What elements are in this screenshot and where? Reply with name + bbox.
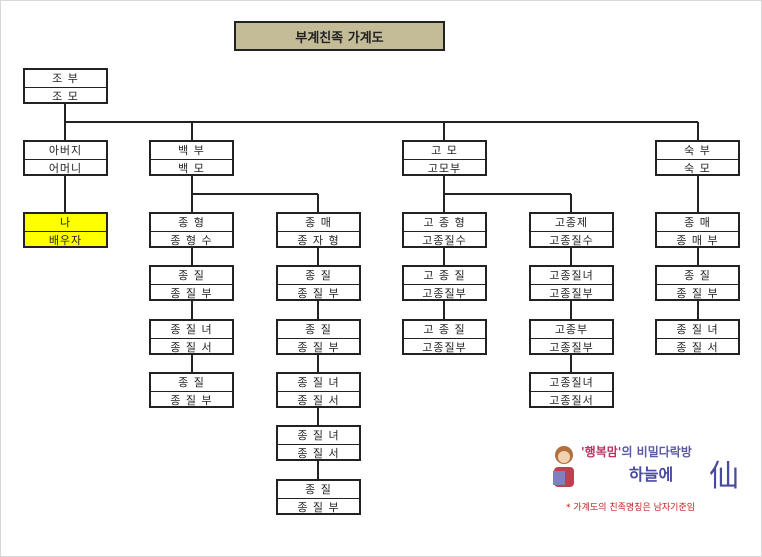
relative-box-spouse-label: 종 질 부 [297, 287, 340, 300]
relative-box-spouse-label: 고종질서 [549, 394, 594, 407]
parent-box-spouse-label: 백 모 [178, 162, 205, 175]
parent-box-label: 백 부 [151, 142, 232, 160]
relative-box-spouse-label: 종 질 부 [676, 287, 719, 300]
relative-box-label: 고종질녀 [531, 374, 612, 392]
relative-box-label: 고 종 형 [404, 214, 485, 232]
relative-box-label: 종 질 녀 [278, 374, 359, 392]
logo-line2: 하늘에 [629, 465, 674, 484]
relative-box-spouse-label: 종 질 부 [297, 501, 340, 514]
blog-logo: '행복맘'의 비밀다락방 하늘에 仙 [549, 441, 749, 494]
relative-box-spouse-label: 고종질부 [422, 287, 467, 300]
grandmother-label: 조 모 [52, 90, 79, 103]
relative-box-spouse-label: 고종질수 [549, 234, 594, 247]
parent-box-spouse-label: 어머니 [48, 162, 83, 175]
relative-box-spouse-label: 종 질 서 [297, 394, 340, 407]
relative-box-label: 고종질녀 [531, 267, 612, 285]
relative-box-spouse-label: 종 매 부 [676, 234, 719, 247]
relative-box-label: 종 질 [151, 374, 232, 392]
relative-box-label: 고종제 [531, 214, 612, 232]
relative-box-spouse-label: 종 질 서 [297, 447, 340, 460]
relative-box-label: 종 형 [151, 214, 232, 232]
parent-box-spouse-label: 고모부 [427, 162, 462, 175]
relative-box-spouse-label: 종 질 부 [170, 287, 213, 300]
relative-box-spouse-label: 종 질 서 [170, 341, 213, 354]
parent-box-label: 고 모 [404, 142, 485, 160]
relative-box-label: 고 종 질 [404, 267, 485, 285]
parent-box-label: 숙 부 [657, 142, 738, 160]
relative-box-label: 종 질 [278, 267, 359, 285]
relative-box-label: 종 질 녀 [657, 321, 738, 339]
relative-box-label: 종 질 녀 [151, 321, 232, 339]
relative-box-label: 종 질 [278, 481, 359, 499]
relative-box-spouse-label: 고종질부 [549, 287, 594, 300]
grandparents-box: 조 부 조 모 [23, 68, 108, 104]
page-title: 부계친족 가계도 [234, 21, 445, 51]
relative-box-label: 종 매 [657, 214, 738, 232]
relative-box-label: 종 질 녀 [278, 427, 359, 445]
logo-mark: 仙 [709, 459, 739, 494]
relative-box-spouse-label: 고종질부 [422, 341, 467, 354]
relative-box-spouse-label: 종 자 형 [297, 234, 340, 247]
parent-box-label: 아버지 [25, 142, 106, 160]
relative-box-label: 종 매 [278, 214, 359, 232]
relative-box-spouse-label: 종 질 서 [676, 341, 719, 354]
relative-box-spouse-label: 고종질부 [549, 341, 594, 354]
relative-box-label: 종 질 [657, 267, 738, 285]
relative-box-spouse-label: 종 형 수 [170, 234, 213, 247]
relative-box-label: 고 종 질 [404, 321, 485, 339]
self-box-spouse-label: 배우자 [48, 234, 83, 247]
logo-line1: 의 비밀다락방 [621, 445, 692, 459]
relative-box-spouse-label: 종 질 부 [170, 394, 213, 407]
grandfather-label: 조 부 [25, 70, 106, 88]
relative-box-label: 종 질 [278, 321, 359, 339]
parent-box-spouse-label: 숙 모 [684, 162, 711, 175]
relative-box-label: 종 질 [151, 267, 232, 285]
footnote: * 가계도의 친족명칭은 남자기준임 [566, 503, 696, 513]
self-box-label: 나 [25, 214, 106, 232]
relative-box-spouse-label: 고종질수 [422, 234, 467, 247]
relative-box-spouse-label: 종 질 부 [297, 341, 340, 354]
relative-box-label: 고종부 [531, 321, 612, 339]
logo-quote: '행복맘' [581, 445, 622, 459]
avatar-illustration-icon [553, 446, 574, 487]
